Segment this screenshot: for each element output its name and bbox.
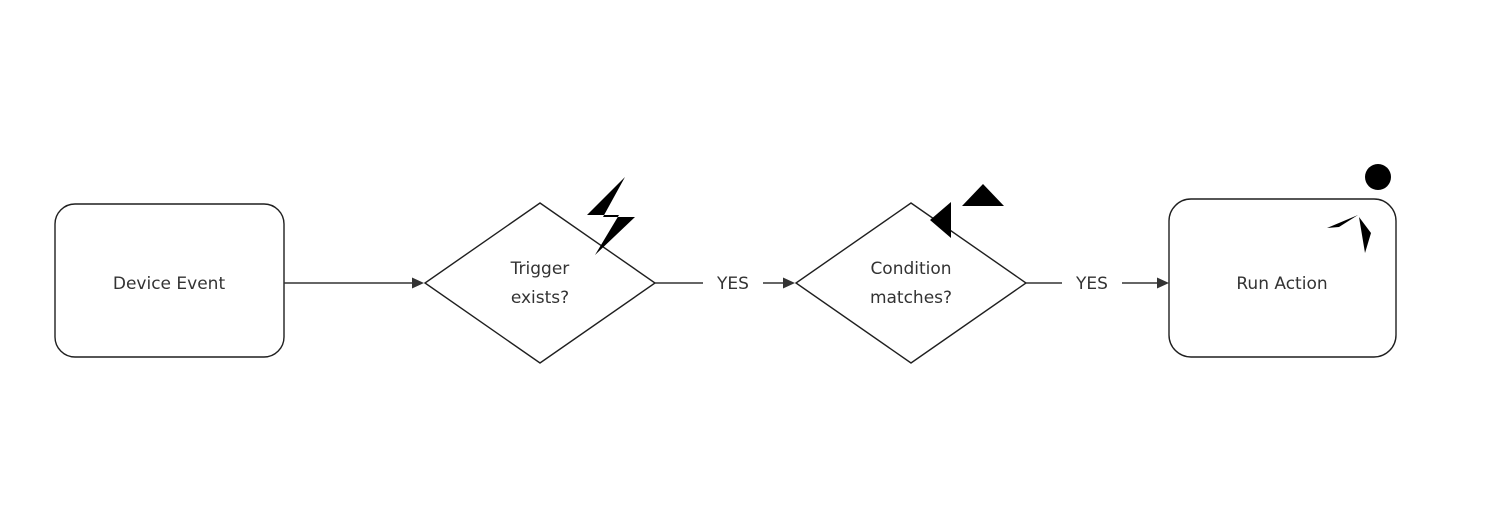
node-device-event[interactable]: Device Event bbox=[54, 203, 285, 358]
device-event-shape[interactable] bbox=[54, 203, 285, 358]
edge-trigger-to-condition: YES bbox=[655, 274, 795, 294]
edge-2-label-yes: YES bbox=[716, 274, 749, 294]
running-person-icon bbox=[1327, 164, 1397, 253]
run-action-shape[interactable] bbox=[1168, 198, 1397, 358]
trigger-exists-label-line2: exists? bbox=[511, 288, 569, 308]
node-condition-matches[interactable]: Condition matches? bbox=[794, 184, 1028, 364]
condition-matches-label-line2: matches? bbox=[870, 288, 952, 308]
condition-matches-label-line1: Condition bbox=[870, 259, 951, 279]
trigger-exists-label-line1: Trigger bbox=[510, 259, 570, 279]
edge-3-arrowhead bbox=[1157, 277, 1169, 289]
branch-arrows-icon bbox=[930, 184, 1004, 238]
device-event-label: Device Event bbox=[113, 274, 226, 294]
edge-2-arrowhead bbox=[783, 277, 795, 289]
edge-device-event-to-trigger bbox=[284, 277, 424, 289]
edge-condition-to-run-action: YES bbox=[1026, 274, 1169, 294]
node-trigger-exists[interactable]: Trigger exists? bbox=[423, 177, 657, 364]
condition-matches-shape[interactable] bbox=[794, 202, 1028, 364]
run-action-label: Run Action bbox=[1236, 274, 1327, 294]
edge-1-arrowhead bbox=[412, 277, 424, 289]
trigger-exists-shape[interactable] bbox=[423, 202, 657, 364]
edge-3-label-yes: YES bbox=[1075, 274, 1108, 294]
lightning-bolt-icon bbox=[587, 177, 635, 255]
node-run-action[interactable]: Run Action bbox=[1168, 164, 1397, 358]
